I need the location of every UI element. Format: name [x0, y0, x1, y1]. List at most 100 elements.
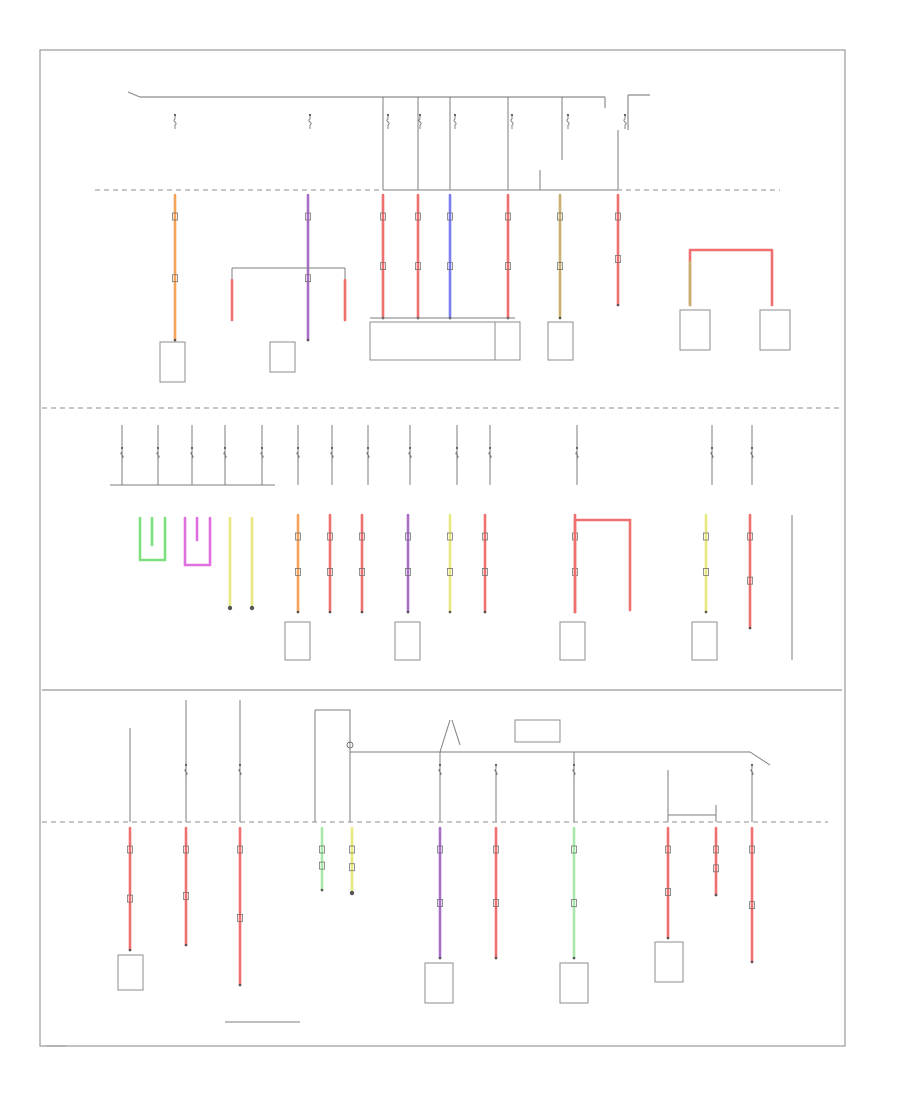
connector-pin-icon — [249, 605, 255, 611]
fuse-symbol-icon — [120, 446, 124, 462]
fuse-element — [184, 765, 188, 779]
connector-pin-icon — [666, 936, 670, 940]
fuse-terminal — [710, 446, 714, 450]
wire-segment — [557, 193, 563, 320]
fuse-element — [173, 115, 177, 129]
wire-segment — [747, 513, 753, 630]
fuse-terminal — [566, 113, 570, 117]
connector-pin-icon — [483, 610, 487, 614]
connector-pin-icon — [714, 893, 718, 897]
wire-connector-icon — [359, 567, 365, 576]
wire-connector-icon — [703, 532, 709, 541]
wire-segment — [571, 826, 577, 960]
wire-connector-icon — [493, 845, 499, 854]
section-1-fuses — [173, 113, 627, 129]
wire-connector-icon — [447, 567, 453, 576]
bus-drop-3 — [439, 752, 753, 822]
fuse-symbol-icon — [296, 446, 300, 462]
wire-magenta-loop — [183, 516, 212, 567]
connector-pin-icon — [438, 956, 442, 960]
wire-connector-icon — [447, 262, 453, 270]
connector-pin-icon — [494, 956, 498, 960]
section-2-extras — [138, 516, 632, 614]
wire-segment — [482, 513, 488, 614]
connector-pin-icon — [616, 303, 620, 307]
fuse-terminal — [510, 113, 514, 117]
component-box — [284, 621, 311, 661]
connector-pin-icon — [704, 610, 708, 614]
fuse-element — [156, 448, 160, 462]
fuse-symbol-icon — [238, 763, 242, 779]
wire-connector-icon — [557, 212, 563, 221]
fuse-terminal — [408, 446, 412, 450]
wire-connector-icon — [747, 576, 753, 585]
fuse-terminal — [455, 446, 459, 450]
fuse-terminal — [623, 113, 627, 117]
wire-connector-icon — [305, 212, 311, 221]
fuse-symbol-icon — [710, 446, 714, 462]
fuse-terminal — [260, 446, 264, 450]
connector-pin-icon — [750, 960, 754, 964]
splice-dot-icon — [346, 741, 354, 749]
wire-connector-icon — [437, 845, 443, 854]
component-box — [424, 962, 454, 1004]
wire-connector-icon — [571, 845, 577, 854]
fuse-symbol-icon — [190, 446, 194, 462]
section-1-components — [159, 309, 791, 383]
component-box — [759, 309, 791, 351]
fuse-symbol-icon — [750, 763, 754, 779]
fuse-element — [120, 448, 124, 462]
fuse-terminal — [572, 763, 576, 767]
fuse-terminal — [453, 113, 457, 117]
fuse-symbol-icon — [173, 113, 177, 129]
fuse-terminal — [494, 763, 498, 767]
switch-arm-3 — [439, 719, 461, 753]
wire-connector-icon — [127, 894, 133, 903]
wire-segment — [405, 513, 411, 614]
fuse-terminal — [438, 763, 442, 767]
connector-pin-icon — [572, 956, 576, 960]
fuse-element — [575, 448, 579, 462]
wire-green-loop — [138, 516, 167, 562]
fuse-terminal — [296, 446, 300, 450]
wire-segment — [237, 826, 243, 987]
fuse-terminal — [488, 446, 492, 450]
fuse-terminal — [173, 113, 177, 117]
bus-branch-lines-1 — [382, 97, 619, 190]
wire-segment — [437, 826, 443, 960]
fuse-symbol-icon — [386, 113, 390, 129]
wire-segment — [615, 193, 621, 307]
wire-connector-icon — [749, 845, 755, 854]
connector-pin-icon — [173, 338, 177, 342]
fuse-element — [455, 448, 459, 462]
fuse-symbol-icon — [330, 446, 334, 462]
wire-connector-icon — [349, 845, 355, 854]
wire-connector-icon — [615, 212, 621, 221]
fuse-element — [330, 448, 334, 462]
component-box — [269, 341, 296, 373]
fuse-terminal — [223, 446, 227, 450]
fuse-element — [223, 448, 227, 462]
wire-connector-icon — [327, 532, 333, 541]
fuse-element — [453, 115, 457, 129]
wire-connector-icon — [405, 567, 411, 576]
wire-segment — [349, 826, 355, 895]
wire-connector-icon — [713, 845, 719, 854]
wire-connector-icon — [380, 262, 386, 270]
wire-connector-icon — [319, 845, 325, 854]
bus-vertical-3 — [129, 700, 241, 822]
fuse-symbol-icon — [156, 446, 160, 462]
wire-connector-icon — [183, 891, 189, 900]
wire-connector-icon — [749, 901, 755, 910]
connector-pin-icon — [406, 610, 410, 614]
relay-box-3 — [514, 719, 561, 743]
wire-segment — [295, 513, 301, 614]
wire-connector-icon — [172, 212, 178, 221]
wire-connector-icon — [713, 864, 719, 873]
fuse-element — [386, 115, 390, 129]
fuse-symbol-icon — [308, 113, 312, 129]
fuse-element — [750, 448, 754, 462]
wire-loop-right-2 — [573, 518, 632, 614]
section-3-wires — [127, 763, 755, 987]
section-1 — [95, 91, 780, 191]
